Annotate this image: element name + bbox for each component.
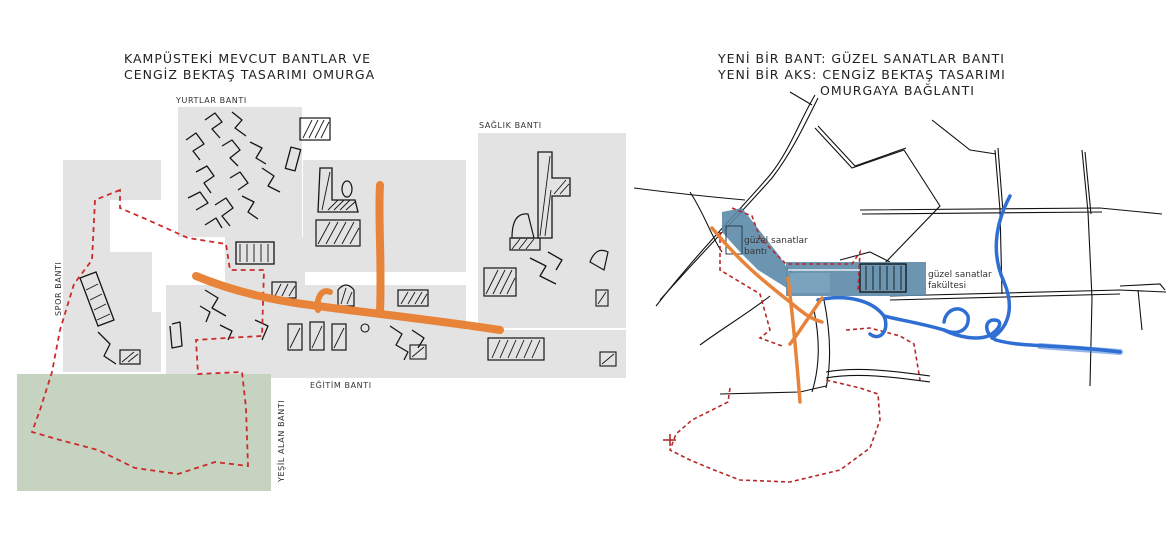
egitim-band-east [466,330,626,378]
central-buildings [235,167,429,307]
spor-buildings [79,271,141,365]
left-title-line1: KAMPÜSTEKİ MEVCUT BANTLAR VE [124,50,371,66]
band-notch-2 [152,252,166,312]
spor-band-area [63,160,161,372]
gray-bands [63,107,626,378]
band-notch [110,200,165,252]
yurtlar-band-label: YURTLAR BANTI [175,96,247,105]
fine-arts-faculty-label-line2: fakültesi [928,281,966,291]
yurtlar-hatched-block [299,117,331,141]
right-title-line3: OMURGAYA BAĞLANTI [820,83,975,98]
left-panel: KAMPÜSTEKİ MEVCUT BANTLAR VE CENGİZ BEKT… [17,50,626,491]
egitim-buildings [169,289,427,361]
link-band-area [225,237,305,287]
yurtlar-buildings [185,111,302,229]
fine-arts-band-label-line1: güzel sanatlar [744,236,808,246]
fine-arts-faculty-label-line1: güzel sanatlar [928,270,992,280]
campus-boundary-right [663,207,921,483]
right-title-line1: YENİ BİR BANT: GÜZEL SANATLAR BANTI [717,50,1005,66]
saglik-band-label: SAĞLIK BANTI [479,119,542,130]
central-band-area [303,160,466,272]
stream-line [816,194,1123,355]
yesil-alan-band-area [17,374,271,491]
yesil-alan-band-label: YEŞİL ALAN BANTI [276,400,286,483]
spor-band-label: SPOR BANTI [54,262,63,317]
right-title-line2: YENİ BİR AKS: CENGİZ BEKTAŞ TASARIMI [717,67,1006,82]
egitim-band-label: EĞİTİM BANTI [310,379,372,390]
connection-axis [710,226,824,404]
fine-arts-band-label-line2: bantı [744,247,767,257]
campus-boundary-left [30,188,265,475]
saglik-buildings [483,151,617,367]
fine-arts-band [722,208,926,296]
right-panel: YENİ BİR BANT: GÜZEL SANATLAR BANTI YENİ… [633,50,1167,483]
left-title-line2: CENGİZ BEKTAŞ TASARIMI OMURGA [124,67,375,82]
road-sketch-lines [633,91,1167,395]
cengiz-bektas-spine [192,181,504,334]
